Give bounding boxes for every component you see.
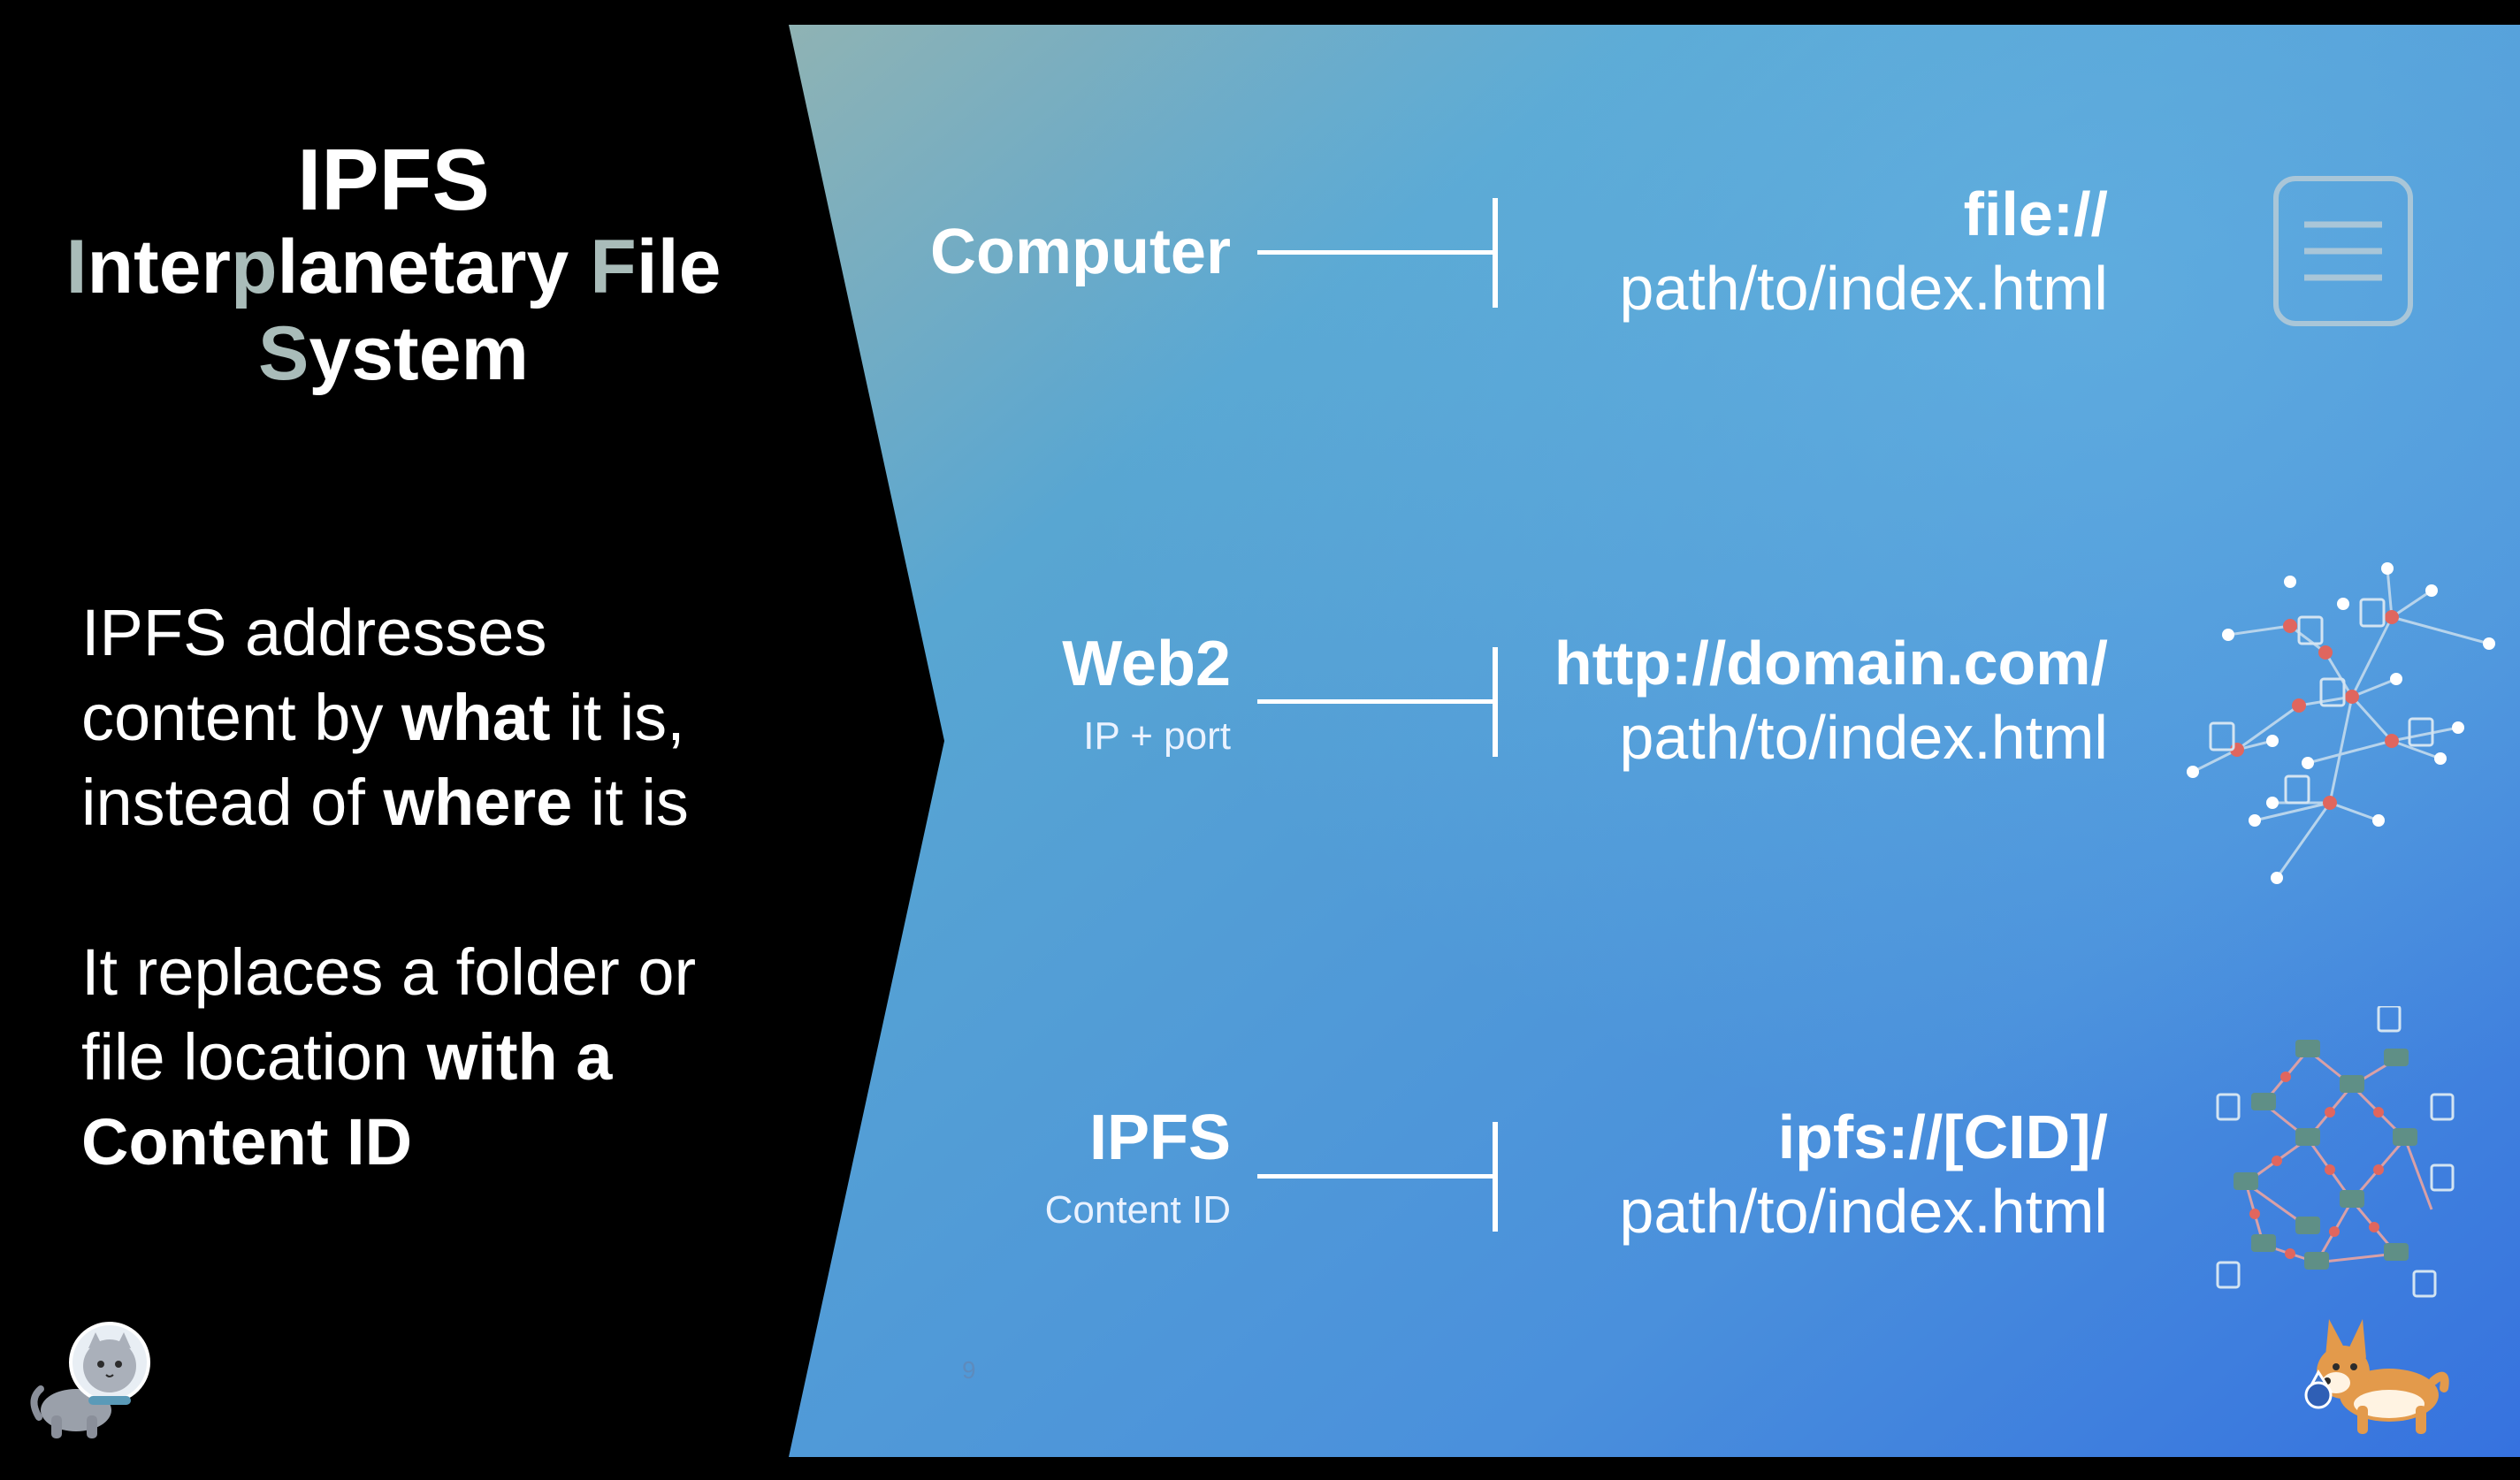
row-sublabel-content-id: Content ID — [1044, 1188, 1231, 1232]
url-http: http://domain.com/ path/to/index.html — [1554, 626, 2108, 774]
row-label-web2: Web2 — [1062, 629, 1231, 699]
url-path: path/to/index.html — [1619, 1177, 2108, 1246]
row-label-computer: Computer — [930, 217, 1231, 287]
emphasis: Content ID — [81, 1105, 413, 1179]
emphasis: with a — [426, 1020, 613, 1094]
title-letter: F — [590, 225, 637, 309]
title-text: nter — [87, 225, 231, 309]
title-text: ile — [636, 225, 722, 309]
url-ipfs: ipfs://[CID]/ path/to/index.html — [1619, 1100, 2108, 1248]
text: it is, — [550, 681, 685, 754]
connector-line — [1257, 699, 1496, 704]
page-number: 9 — [962, 1356, 976, 1384]
description-paragraph-1: IPFS addresses content by what it is, in… — [81, 591, 689, 845]
url-scheme: http://domain.com/ — [1554, 629, 2108, 698]
title-letter: I — [65, 225, 88, 309]
corgi-dog-icon — [2292, 1307, 2451, 1453]
url-path: path/to/index.html — [1619, 703, 2108, 772]
connector-bar — [1493, 647, 1498, 757]
title-ipfs: IPFS — [297, 131, 490, 228]
slide-background — [789, 25, 2520, 1457]
url-file: file:// path/to/index.html — [1619, 177, 2108, 325]
paragraph-line: It replaces a folder or — [81, 935, 697, 1009]
connector-line — [1257, 1174, 1496, 1179]
title-text: lanetary — [277, 225, 591, 309]
text: file location — [81, 1020, 427, 1094]
title-letter: S — [258, 311, 309, 396]
paragraph-line: instead of where it is — [81, 760, 689, 845]
document-icon — [2272, 175, 2414, 332]
url-path: path/to/index.html — [1619, 254, 2108, 323]
title-text: ystem — [309, 311, 529, 396]
astronaut-cat-icon — [21, 1311, 163, 1448]
slide-title: IPFS Interplanetary File System — [0, 135, 787, 397]
description-paragraph-2: It replaces a folder or file location wi… — [81, 930, 696, 1185]
gradient-glow — [789, 25, 2520, 1457]
title-letter: p — [230, 225, 278, 309]
emphasis: what — [401, 681, 551, 754]
ipfs-network-icon — [2211, 1004, 2467, 1329]
emphasis: where — [383, 766, 573, 839]
paragraph-line: file location with a — [81, 1015, 696, 1100]
connector-bar — [1493, 198, 1498, 308]
url-scheme: ipfs://[CID]/ — [1777, 1102, 2108, 1171]
paragraph-line: content by what it is, — [81, 675, 689, 760]
paragraph-line: Content ID — [81, 1100, 696, 1185]
title-interplanetary-file: Interplanetary File — [0, 224, 787, 310]
row-sublabel-ip-port: IP + port — [1083, 714, 1231, 758]
title-system: System — [0, 310, 787, 397]
text: content by — [81, 681, 402, 754]
text: it is — [572, 766, 689, 839]
connector-bar — [1493, 1122, 1498, 1232]
row-label-ipfs: IPFS — [1088, 1102, 1231, 1173]
url-scheme: file:// — [1963, 179, 2108, 248]
text: instead of — [81, 766, 384, 839]
network-icon — [2175, 538, 2511, 896]
paragraph-line: IPFS addresses — [81, 596, 547, 669]
slide: IPFS Interplanetary File System IPFS add… — [0, 25, 2520, 1457]
connector-line — [1257, 250, 1496, 255]
